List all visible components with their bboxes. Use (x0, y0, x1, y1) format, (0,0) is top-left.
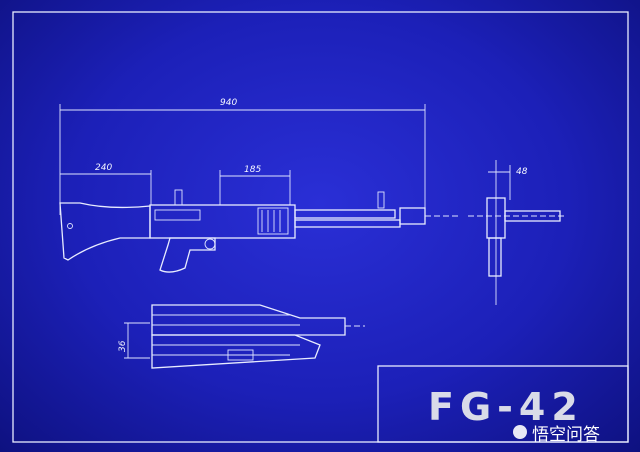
dimension-overall-length: 940 (59, 98, 426, 215)
dimension-label-940: 940 (220, 98, 237, 108)
drawing-title: FG-42 (428, 385, 584, 429)
title-block (377, 365, 629, 443)
sheet-border (12, 11, 629, 443)
dimension-receiver-length: 185 (219, 165, 291, 205)
rifle-front-view: 48 (468, 160, 565, 305)
dimension-stock-length: 240 (60, 163, 152, 205)
watermark-text: 悟空问答 (532, 425, 600, 445)
dimension-label-48: 48 (516, 167, 528, 177)
dimension-label-240: 240 (95, 163, 112, 173)
rifle-section-view: 36 (118, 304, 365, 369)
dimension-label-185: 185 (244, 165, 261, 175)
dimension-label-36: 36 (118, 340, 128, 352)
watermark: 悟空问答 (513, 425, 600, 445)
watermark-logo-icon (513, 425, 527, 439)
rifle-side-view (59, 189, 460, 273)
